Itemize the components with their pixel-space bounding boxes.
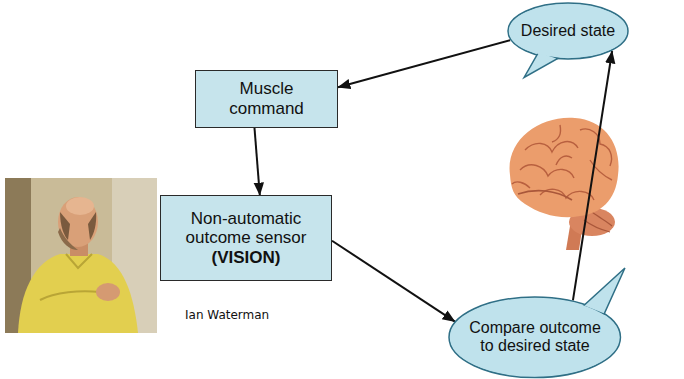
node-text: Compare outcome to desired state (465, 319, 605, 356)
brain-illustration (510, 118, 619, 250)
hair-side (88, 212, 96, 240)
text-block: Non-automatic outcome sensor(VISION) (171, 209, 321, 268)
hands (96, 283, 120, 301)
caption-label: Ian Waterman (185, 308, 269, 322)
cerebellum-folds (584, 212, 612, 232)
speech-bubble: Desired state (507, 2, 629, 60)
bubble-ellipse (508, 3, 628, 59)
arm-fold (40, 291, 100, 300)
arrow-connector (573, 51, 612, 300)
text-block: Muscle command (212, 79, 322, 118)
node-text: Desired state (521, 22, 615, 40)
process-box: Non-automatic outcome sensor(VISION) (160, 195, 332, 281)
arrow-connector (332, 241, 455, 322)
brain-gyri (512, 125, 612, 200)
person-photo (5, 178, 157, 333)
shirt (18, 254, 138, 333)
text-block: Compare outcome to desired state (465, 319, 605, 356)
process-box: Muscle command (195, 70, 338, 128)
text-block: Desired state (521, 22, 615, 40)
bald-crown (66, 197, 94, 215)
collar (66, 254, 92, 268)
photo-background (5, 178, 157, 333)
node-text: Muscle command (212, 79, 322, 118)
node-text: Non-automatic outcome sensor (171, 209, 321, 248)
bubble-tail (584, 268, 626, 314)
speech-bubble: Compare outcome to desired state (448, 296, 621, 379)
node-text: (VISION) (171, 248, 321, 268)
beard-shadow (58, 228, 78, 250)
cerebrum (510, 118, 619, 217)
arrow-connector (338, 40, 510, 87)
arrow-connector (254, 128, 259, 195)
bubble-fill (509, 4, 627, 58)
bubble-fill (450, 298, 619, 376)
lateral-fissure (518, 191, 572, 200)
